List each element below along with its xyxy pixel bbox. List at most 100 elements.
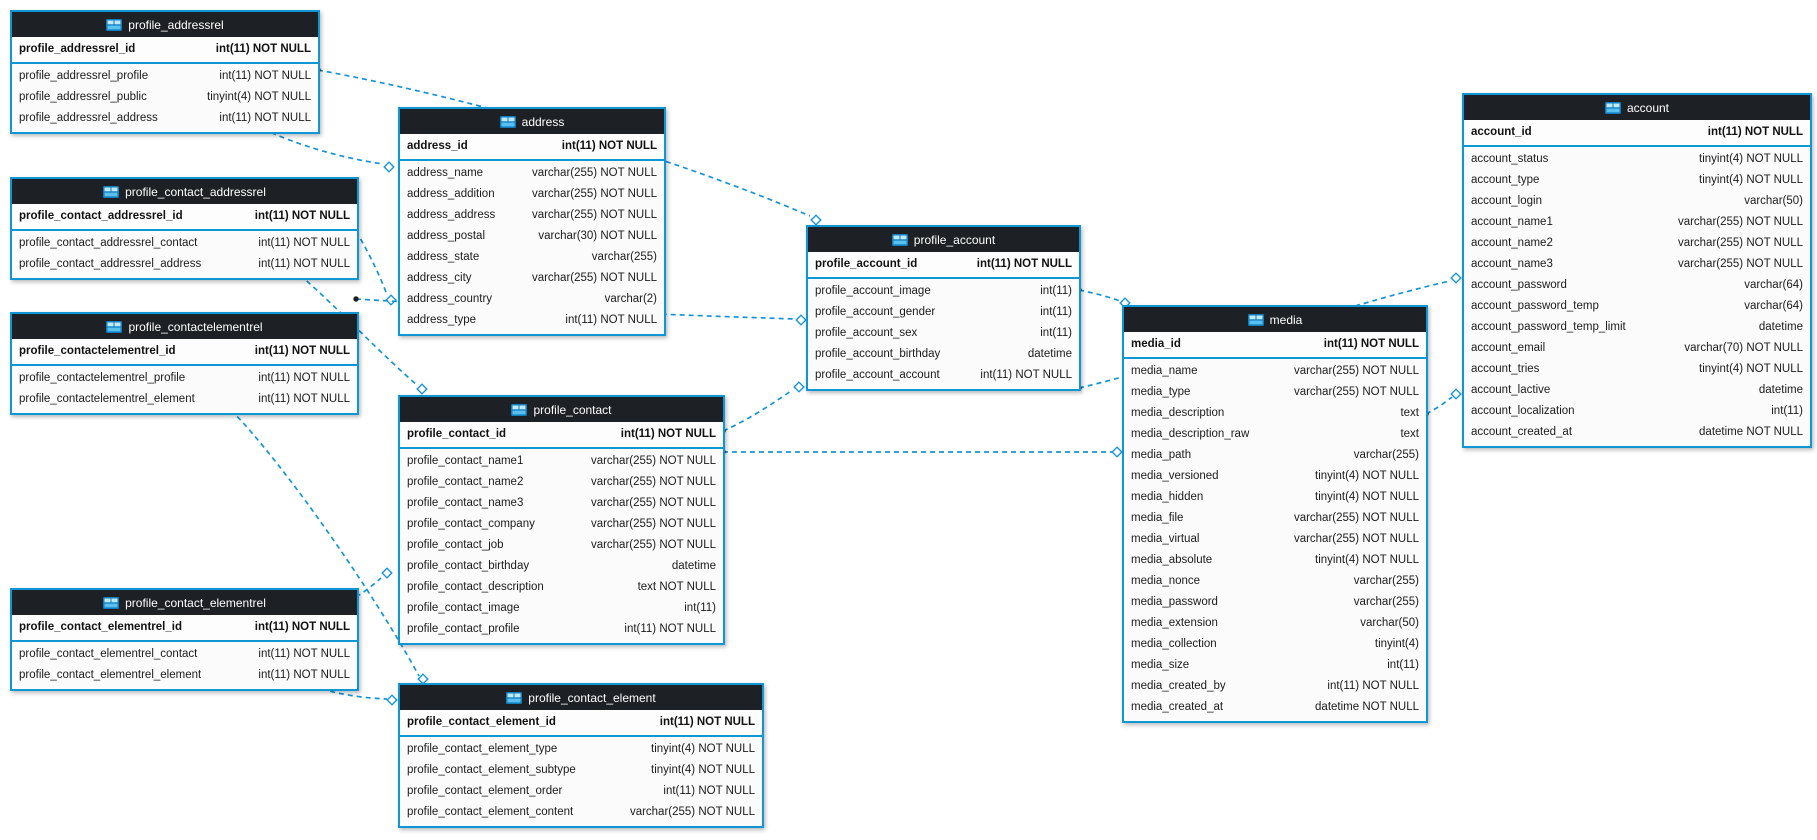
table-profile-contactelementrel[interactable]: profile_contactelementrel profile_contact… [10, 312, 359, 415]
relationship-line[interactable] [230, 409, 420, 677]
relationship-profile-contact-to-media[interactable] [720, 446, 1123, 458]
relationship-profile-contact-addressrel-to-address[interactable] [353, 228, 397, 306]
relationship-line[interactable] [262, 128, 384, 165]
table-header[interactable]: profile_contact_addressrel [12, 179, 357, 204]
table-header[interactable]: profile_addressrel [12, 12, 318, 37]
table-header[interactable]: address [400, 109, 664, 134]
table-header[interactable]: profile_contact_elementrel [12, 590, 357, 615]
table-header[interactable]: account [1464, 95, 1810, 120]
table-header[interactable]: profile_contact_element [400, 685, 762, 710]
relationship-line[interactable] [355, 577, 382, 598]
relationship-media-to-account[interactable] [1423, 388, 1462, 417]
relationship-line[interactable] [299, 274, 418, 386]
table-header[interactable]: media [1124, 307, 1426, 332]
table-header[interactable]: profile_contactelementrel [12, 314, 357, 339]
relationship-profile-contact-elementrel-to-profile-contact[interactable] [353, 567, 393, 600]
relationship-line[interactable] [722, 390, 792, 432]
relationship-profile-contact-to-profile-account[interactable] [720, 381, 805, 434]
relationship-line[interactable] [1078, 289, 1121, 302]
relationship-line[interactable] [312, 685, 388, 700]
relationship-line[interactable] [355, 230, 388, 296]
relationship-line[interactable] [1425, 396, 1453, 415]
